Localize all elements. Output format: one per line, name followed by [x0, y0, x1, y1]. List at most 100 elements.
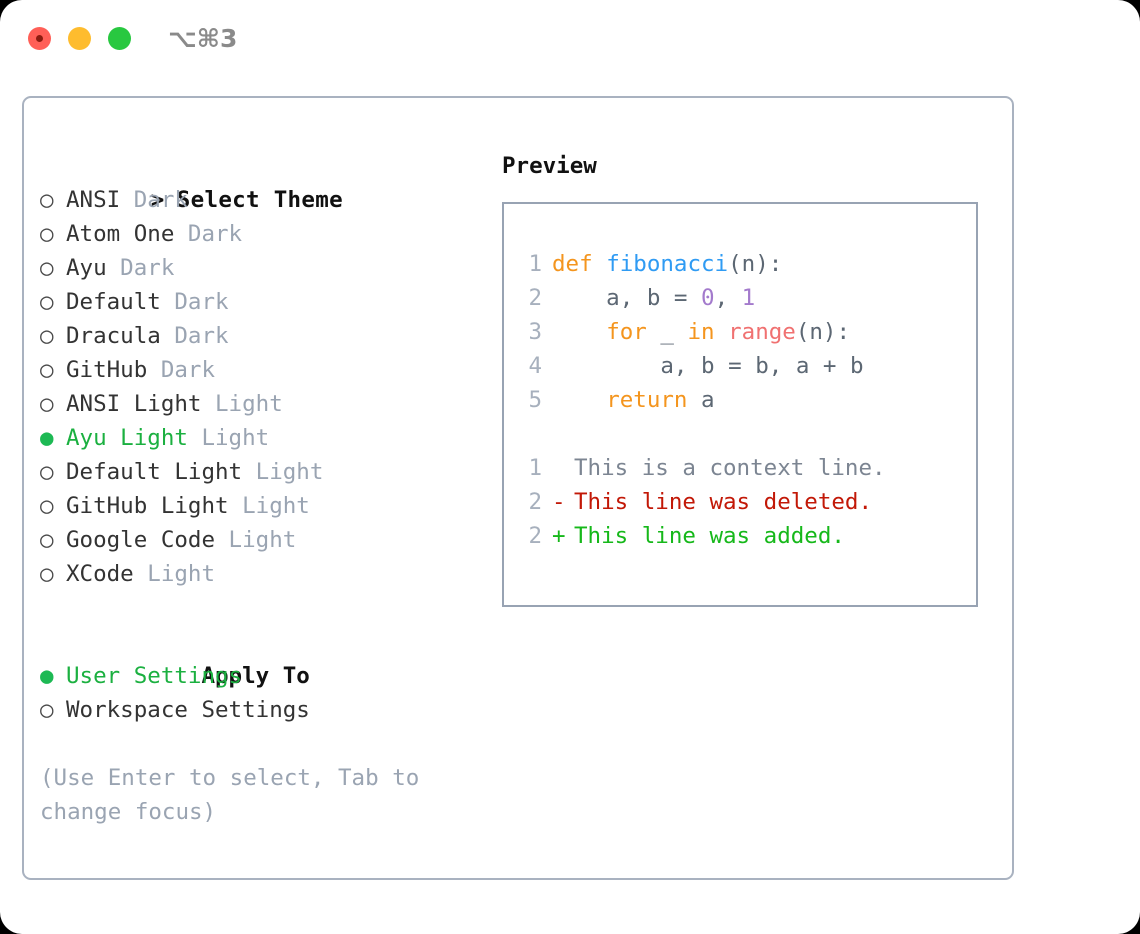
theme-name-label: Atom One: [66, 221, 175, 247]
theme-option-row[interactable]: ●Ayu Light Light: [40, 421, 470, 455]
line-number: 1: [528, 251, 542, 277]
theme-name-label: XCode: [66, 561, 134, 587]
theme-option-row[interactable]: ○ Atom One Dark: [40, 217, 470, 251]
code-line: 2 a, b = 0, 1: [518, 281, 886, 315]
theme-name-label: Ayu Light: [66, 425, 188, 451]
radio-unselected-icon[interactable]: ○: [40, 221, 54, 247]
radio-selected-icon[interactable]: ●: [40, 425, 54, 451]
code-token: def: [552, 251, 593, 277]
radio-unselected-icon[interactable]: ○: [40, 255, 54, 281]
code-token: ,: [714, 285, 742, 311]
code-token: [715, 319, 729, 345]
apply-to-label-row: Apply To: [40, 625, 470, 689]
code-token: a, b = b, a + b: [552, 353, 864, 379]
maximize-window-button[interactable]: [108, 27, 131, 50]
theme-name-label: Default Light: [66, 459, 243, 485]
theme-picker-panel: >Select Theme ○ANSI Dark○Atom One Dark○A…: [22, 96, 1014, 880]
theme-variant-label: Dark: [120, 187, 188, 213]
close-window-button[interactable]: [28, 27, 51, 50]
radio-unselected-icon[interactable]: ○: [40, 561, 54, 587]
theme-option-row[interactable]: ○Ayu Dark: [40, 251, 470, 285]
apply-to-option-row[interactable]: ● User Settings: [40, 659, 470, 693]
theme-variant-label: Light: [228, 493, 310, 519]
theme-option-row[interactable]: ○ANSI Light Light: [40, 387, 470, 421]
apply-to-option-list[interactable]: ● User Settings ○ Workspace Settings: [40, 659, 470, 727]
radio-unselected-icon[interactable]: ○: [40, 459, 54, 485]
theme-name-label: Default: [66, 289, 161, 315]
diff-marker: +: [552, 523, 566, 549]
line-number: 2: [528, 523, 542, 549]
diff-marker: -: [552, 489, 566, 515]
line-number: 1: [528, 455, 542, 481]
diff-text: This line was deleted.: [574, 489, 873, 515]
radio-selected-icon[interactable]: ●: [40, 663, 54, 689]
radio-unselected-icon[interactable]: ○: [40, 357, 54, 383]
radio-unselected-icon[interactable]: ○: [40, 289, 54, 315]
title-bar: ⌥⌘3: [0, 0, 1140, 78]
code-token: (n):: [728, 251, 783, 277]
theme-option-row[interactable]: ○ Default Light Light: [40, 455, 470, 489]
theme-variant-label: Dark: [160, 323, 229, 349]
code-token: [552, 387, 606, 413]
theme-variant-label: Light: [242, 459, 324, 485]
line-number: 2: [528, 285, 542, 311]
keyboard-hint-text: (Use Enter to select, Tab to change focu…: [40, 765, 433, 825]
caret-icon: >: [150, 187, 165, 213]
code-token: a: [687, 387, 715, 413]
apply-to-option-row[interactable]: ○ Workspace Settings: [40, 693, 470, 727]
radio-unselected-icon[interactable]: ○: [40, 323, 54, 349]
theme-option-row[interactable]: ○ GitHub Light Light: [40, 489, 470, 523]
theme-option-row[interactable]: ○ Default Dark: [40, 285, 470, 319]
line-number: 4: [528, 353, 542, 379]
apply-to-name-label: User Settings: [66, 663, 243, 689]
code-token: (n):: [795, 319, 851, 345]
radio-unselected-icon[interactable]: ○: [40, 493, 54, 519]
preview-title: Preview: [502, 153, 597, 179]
theme-variant-label: Dark: [106, 255, 175, 281]
theme-name-label: Google Code: [66, 527, 216, 553]
radio-unselected-icon[interactable]: ○: [40, 697, 54, 723]
diff-text: This line was added.: [574, 523, 845, 549]
theme-variant-label: Light: [215, 527, 297, 553]
theme-variant-label: Dark: [174, 221, 243, 247]
diff-marker: [552, 451, 574, 485]
radio-unselected-icon[interactable]: ○: [40, 187, 54, 213]
theme-option-row[interactable]: ○XCode Light: [40, 557, 470, 591]
theme-list-column: >Select Theme ○ANSI Dark○Atom One Dark○A…: [40, 149, 470, 829]
code-line: 4 a, b = b, a + b: [518, 349, 886, 383]
theme-name-label: GitHub Light: [66, 493, 229, 519]
theme-variant-label: Dark: [147, 357, 216, 383]
line-number: 2: [528, 489, 542, 515]
theme-option-row[interactable]: ○ Google Code Light: [40, 523, 470, 557]
radio-unselected-icon[interactable]: ○: [40, 527, 54, 553]
code-diff-separator: [518, 417, 886, 451]
theme-name-label: GitHub: [66, 357, 148, 383]
code-token: _: [646, 319, 688, 345]
theme-option-row[interactable]: ○ ANSI Dark: [40, 183, 470, 217]
code-token: [552, 319, 606, 345]
line-number: 5: [528, 387, 542, 413]
select-theme-header: >Select Theme: [40, 149, 470, 213]
code-token: return: [606, 387, 688, 413]
theme-variant-label: Light: [201, 391, 283, 417]
theme-option-list[interactable]: ○ANSI Dark○Atom One Dark○Ayu Dark○Defaul…: [40, 183, 470, 591]
diff-line: 1 This is a context line.: [518, 451, 885, 485]
theme-variant-label: Dark: [160, 289, 229, 315]
apply-to-name-label: Workspace Settings: [66, 697, 310, 723]
code-token: 1: [741, 285, 756, 311]
code-token: in: [687, 319, 715, 345]
line-number: 3: [528, 319, 542, 345]
code-line: 3 for _ in range(n):: [518, 315, 886, 349]
theme-option-row[interactable]: ○Dracula Dark: [40, 319, 470, 353]
code-line: 5 return a: [518, 383, 886, 417]
minimize-window-button[interactable]: [68, 27, 91, 50]
theme-option-row[interactable]: ○ GitHub Dark: [40, 353, 470, 387]
code-token: for: [606, 319, 647, 345]
theme-name-label: ANSI: [66, 187, 121, 213]
keyboard-shortcut-label: ⌥⌘3: [168, 24, 238, 53]
code-token: range: [728, 319, 796, 345]
radio-unselected-icon[interactable]: ○: [40, 391, 54, 417]
